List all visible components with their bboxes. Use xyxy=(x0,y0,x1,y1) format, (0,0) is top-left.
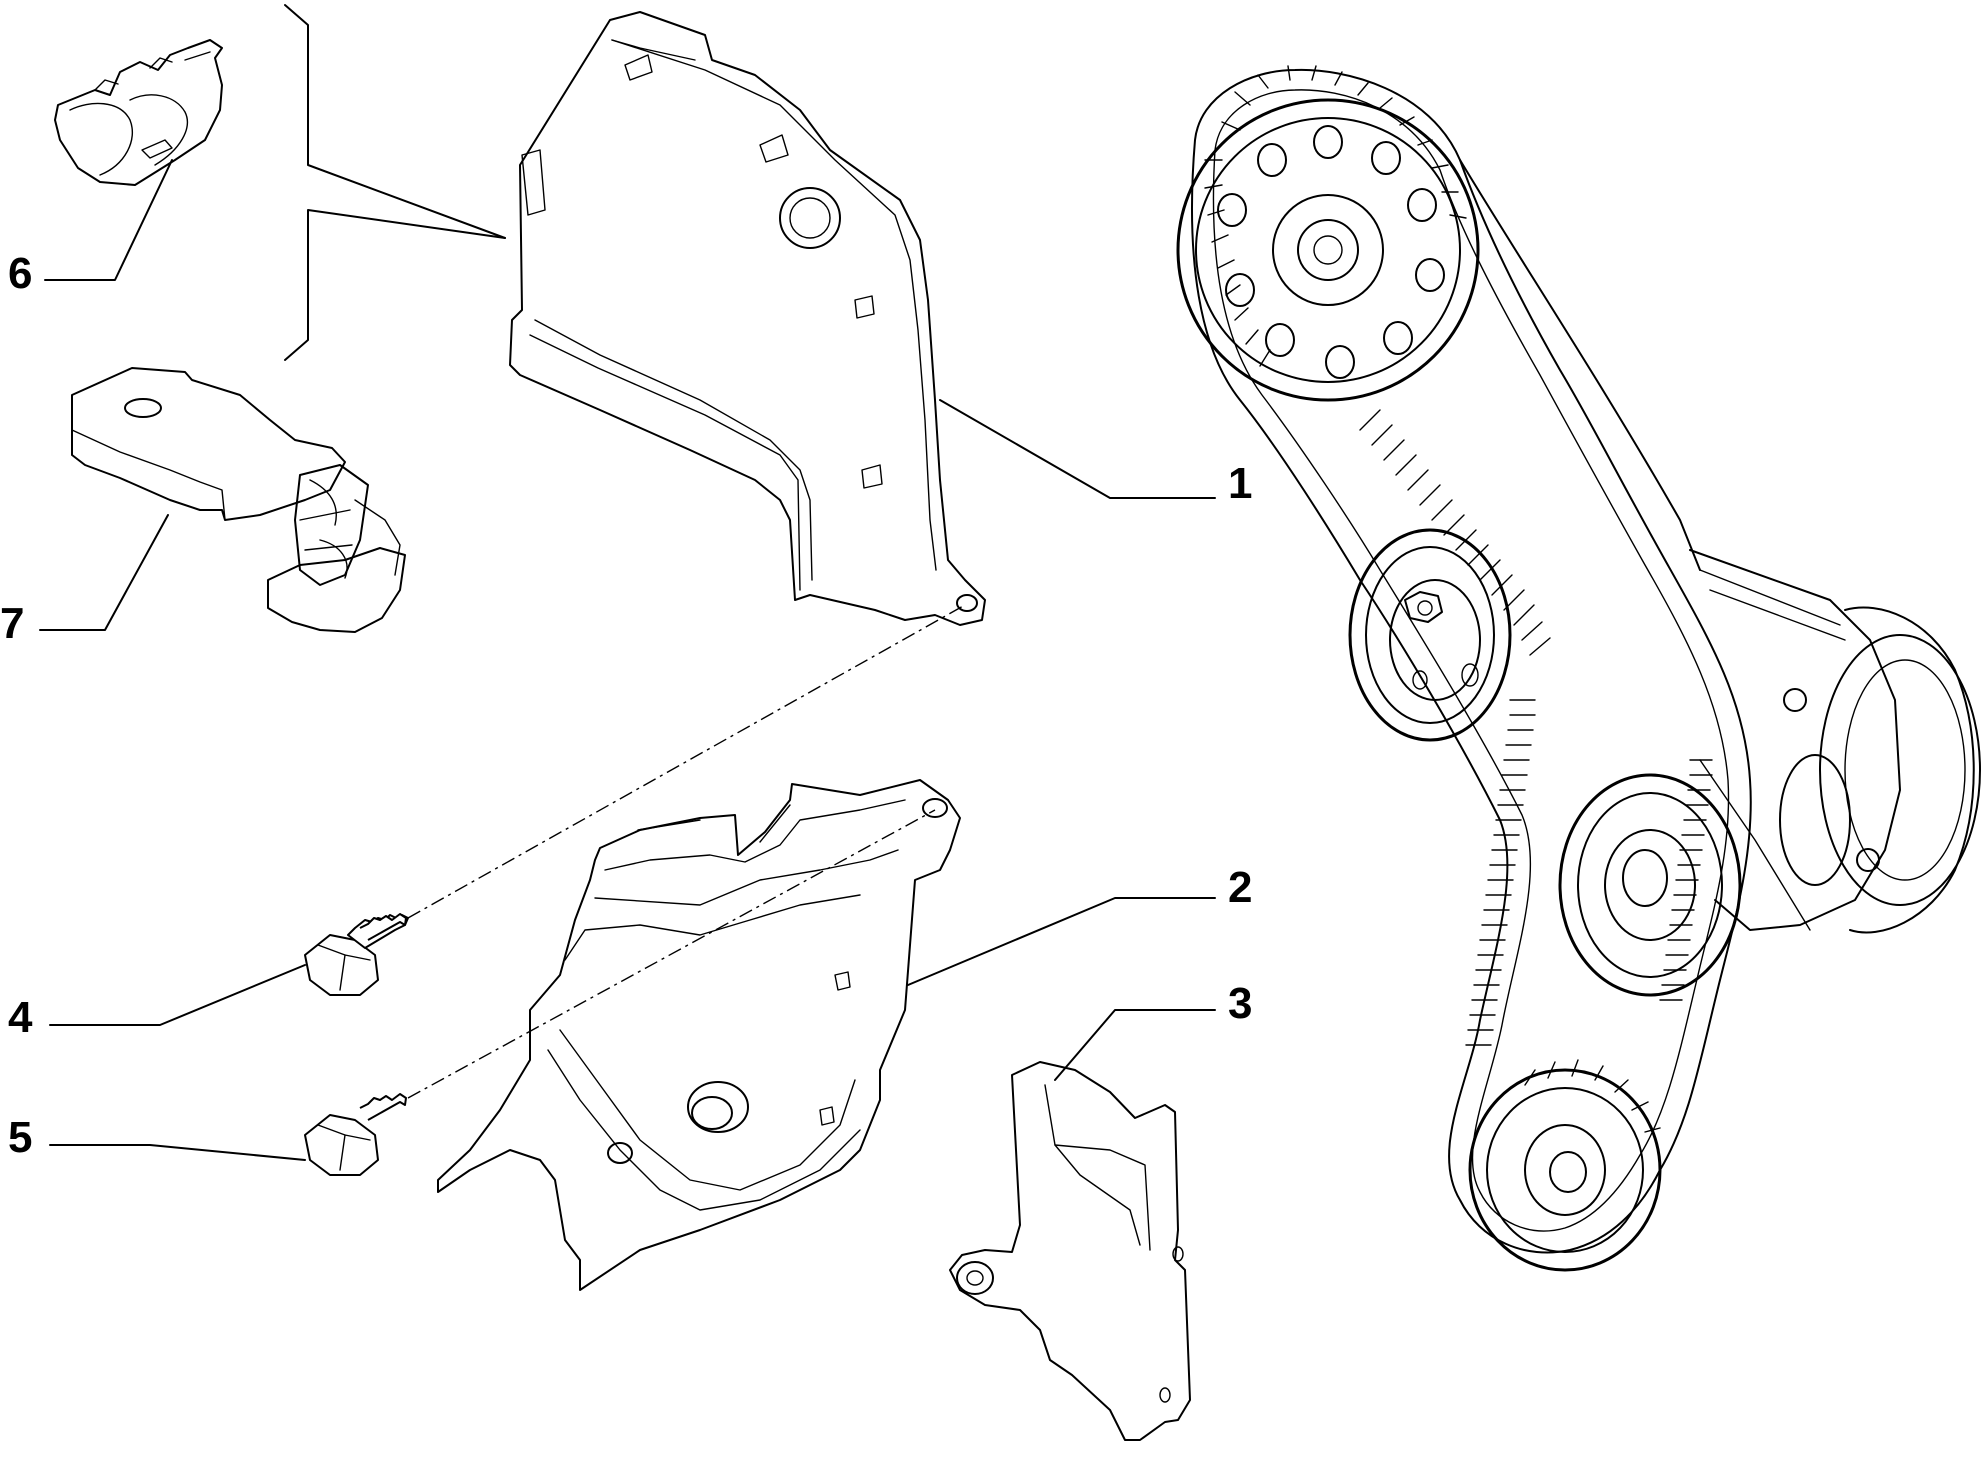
leader-bracket xyxy=(284,4,506,361)
callout-6: 6 xyxy=(8,249,32,298)
part-1-upper-timing-cover xyxy=(509,11,986,626)
leader-lines xyxy=(39,159,1216,1161)
leader-1 xyxy=(939,399,1216,499)
part-5-bolt xyxy=(304,1093,407,1176)
callout-1: 1 xyxy=(1228,459,1252,508)
leader-5 xyxy=(49,1144,306,1161)
middle-pulley xyxy=(1558,773,1742,997)
rear-pump-pulley xyxy=(1689,549,1981,934)
leader-6 xyxy=(44,159,173,281)
callout-labels: 1 2 3 4 5 6 7 xyxy=(0,249,1252,1162)
part-2-lower-timing-cover xyxy=(437,779,961,1291)
tensioner-pulley xyxy=(1348,528,1512,742)
part-4-bolt xyxy=(304,913,409,996)
belt-teeth xyxy=(1204,65,1713,1046)
leader-4 xyxy=(49,964,306,1026)
callout-5: 5 xyxy=(8,1113,32,1162)
leader-2 xyxy=(907,897,1216,986)
callout-7: 7 xyxy=(0,599,24,648)
timing-belt-assembly xyxy=(1176,65,1981,1272)
callout-2: 2 xyxy=(1228,863,1252,912)
callout-4: 4 xyxy=(8,993,33,1042)
leader-3 xyxy=(1054,1009,1216,1081)
leader-7 xyxy=(39,514,169,631)
crankshaft-gear xyxy=(1468,1059,1662,1272)
part-7-bracket xyxy=(71,367,406,633)
camshaft-gear xyxy=(1176,98,1480,402)
part-3-shield xyxy=(949,1061,1191,1441)
part-6-pipe-clip xyxy=(54,39,223,186)
alignment-lines xyxy=(407,604,966,1099)
callout-3: 3 xyxy=(1228,979,1252,1028)
